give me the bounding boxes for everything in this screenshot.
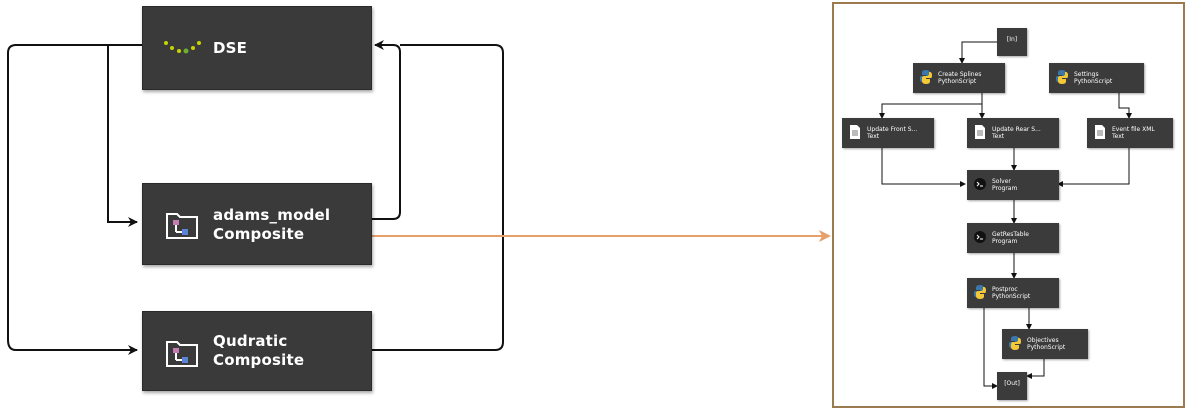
postproc-title: Postproc <box>992 286 1018 293</box>
event-file-title: Event file XML <box>1112 126 1155 133</box>
update-front-title: Update Front S... <box>867 126 918 133</box>
qudratic-subtitle: Composite <box>213 351 305 369</box>
update-rear-type: Text <box>992 133 1005 140</box>
node-update-front[interactable]: Update Front S...Text <box>842 118 934 148</box>
terminal-icon <box>974 178 986 190</box>
python-icon <box>974 285 986 299</box>
settings-type: PythonScript <box>1074 78 1113 85</box>
wire-dse-to-adams <box>107 44 142 227</box>
python-icon <box>920 70 932 84</box>
create-splines-type: PythonScript <box>938 78 977 85</box>
output-port-label: [Out] <box>1004 380 1020 387</box>
solver-type: Program <box>992 185 1018 192</box>
adams-subtitle: Composite <box>213 225 305 243</box>
node-qudratic[interactable]: Qudratic Composite <box>142 311 372 391</box>
text-file-icon <box>850 125 860 139</box>
wire-adams-to-dse <box>372 40 401 220</box>
postproc-type: PythonScript <box>992 293 1031 300</box>
objectives-title: Objectives <box>1027 337 1059 344</box>
event-file-type: Text <box>1112 133 1125 140</box>
input-port-node[interactable]: [In] <box>997 28 1027 56</box>
node-adams-model[interactable]: adams_model Composite <box>142 183 372 265</box>
wire-qudratic-to-dse <box>372 44 504 351</box>
composite-folder-icon <box>166 341 198 367</box>
get-res-table-title: GetResTable <box>992 231 1029 238</box>
dse-title: DSE <box>213 39 248 57</box>
create-splines-title: Create Splines <box>938 71 982 78</box>
dse-arc-icon <box>164 41 201 54</box>
adams-title: adams_model <box>213 206 331 224</box>
input-port-label: [In] <box>1006 36 1018 43</box>
composite-folder-icon <box>166 213 198 239</box>
update-front-type: Text <box>867 133 880 140</box>
settings-title: Settings <box>1074 71 1099 78</box>
update-rear-title: Update Rear S... <box>992 126 1041 133</box>
node-dse[interactable]: DSE <box>142 6 372 90</box>
detail-connections <box>879 41 1132 389</box>
python-icon <box>1056 70 1068 84</box>
python-icon <box>1009 336 1021 350</box>
solver-title: Solver <box>992 178 1011 185</box>
output-port-node[interactable]: [Out] <box>997 372 1027 400</box>
text-file-icon <box>1095 125 1105 139</box>
terminal-icon <box>974 231 986 243</box>
node-update-rear[interactable]: Update Rear S...Text <box>967 118 1059 148</box>
wire-dse-to-qudratic <box>7 44 138 355</box>
objectives-type: PythonScript <box>1027 344 1066 351</box>
get-res-table-type: Program <box>992 238 1018 245</box>
qudratic-title: Qudratic <box>213 332 288 350</box>
text-file-icon <box>975 125 985 139</box>
